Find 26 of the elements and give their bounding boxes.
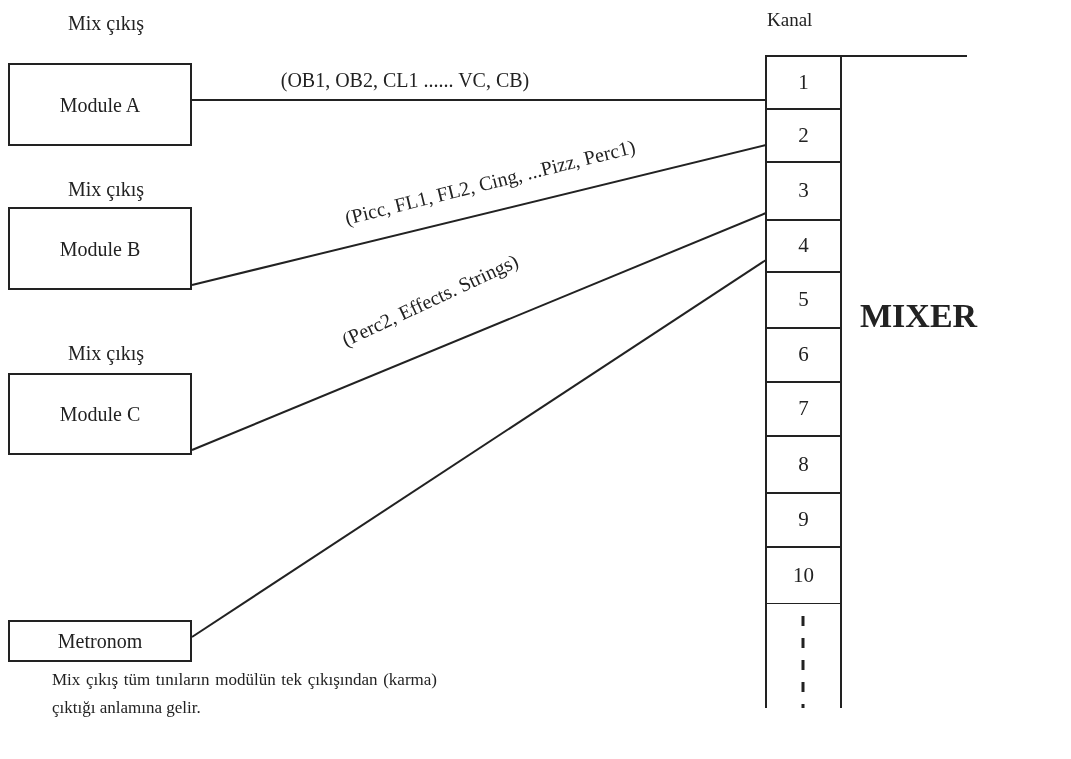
channel-cell: 9 (766, 493, 841, 547)
channel-cell: 7 (766, 382, 841, 436)
mixer-title: MIXER (860, 296, 978, 336)
module-box: Metronom (8, 620, 192, 662)
connector-line (191, 259, 767, 638)
connector-line (191, 99, 767, 101)
channel-cell: 10 (766, 547, 841, 604)
connector-line (191, 212, 767, 451)
channel-cell: 8 (766, 436, 841, 493)
output-label: Mix çıkış (68, 341, 145, 367)
channel-cell: 3 (766, 162, 841, 220)
channel-cell: 5 (766, 272, 841, 328)
channel-cell: 2 (766, 109, 841, 162)
channel-cell: 1 (766, 56, 841, 109)
channel-cell: 6 (766, 328, 841, 382)
channel-heading: Kanal (767, 8, 813, 32)
module-box: Module A (8, 63, 192, 146)
module-box: Module B (8, 207, 192, 290)
channel-cell: 4 (766, 220, 841, 272)
edge-label: (Picc, FL1, FL2, Cing, ...Pizz, Perc1) (341, 134, 639, 231)
connector-line (191, 144, 767, 286)
module-box: Module C (8, 373, 192, 455)
output-label: Mix çıkış (68, 177, 145, 203)
edge-label: (OB1, OB2, CL1 ...... VC, CB) (280, 68, 530, 94)
output-label: Mix çıkış (68, 11, 145, 37)
footnote: Mix çıkış tüm tınıların modülün tek çıkışından (karma) çıktığı anlamına gelir. (52, 669, 437, 719)
